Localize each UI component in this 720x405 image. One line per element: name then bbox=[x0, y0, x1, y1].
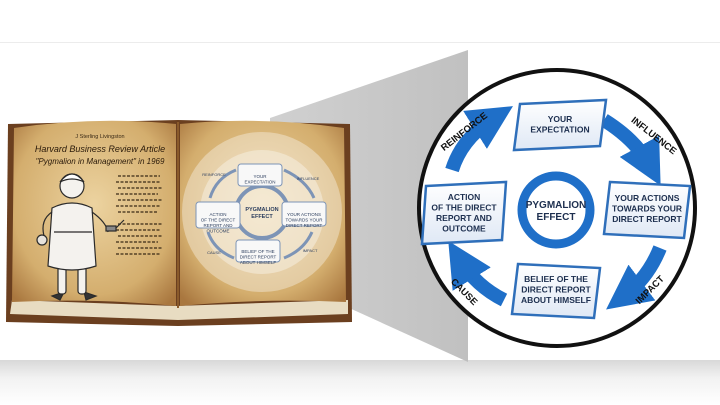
node-bottom-text-line: DIRECT REPORT bbox=[521, 285, 591, 295]
mini-center-line1: PYGMALION bbox=[245, 207, 278, 213]
top-divider bbox=[0, 42, 720, 43]
mini-node-right-line: DIRECT REPORT bbox=[286, 223, 323, 228]
book-title-line1: Harvard Business Review Article bbox=[35, 144, 165, 154]
book-text-lines bbox=[116, 175, 162, 255]
arrow-impact bbox=[606, 245, 667, 310]
node-left-box bbox=[420, 180, 508, 246]
mini-arc-reinforce: REINFORCE bbox=[202, 172, 226, 177]
mini-center-line2: EFFECT bbox=[251, 214, 273, 220]
center-label-line1: PYGMALION bbox=[526, 200, 587, 211]
node-left-text-line: OUTCOME bbox=[442, 224, 486, 234]
node-right-text-line: TOWARDS YOUR bbox=[612, 204, 682, 214]
node-right-box bbox=[602, 180, 692, 240]
center-ring bbox=[517, 171, 595, 249]
mini-node-bottom-line: BELIEF OF THE bbox=[241, 249, 274, 254]
arrow-cause bbox=[448, 240, 508, 307]
arrow-influence bbox=[600, 114, 661, 186]
mini-node-left-line: OUTCOME bbox=[207, 229, 230, 234]
pygmalion-figure bbox=[36, 173, 125, 301]
node-top-box bbox=[512, 98, 608, 152]
mini-arc-influence: INFLUENCE bbox=[297, 176, 320, 181]
mini-node-top-line: EXPECTATION bbox=[244, 180, 275, 185]
book: J Sterling Livingston Harvard Business R… bbox=[6, 120, 352, 326]
mini-node-bottom-line: ABOUT HIMSELF bbox=[240, 260, 276, 265]
node-left-text-line: OF THE DIRECT bbox=[431, 203, 497, 213]
node-right-text-line: DIRECT REPORT bbox=[612, 214, 682, 224]
mini-node-left-line: OF THE DIRECT bbox=[201, 218, 236, 223]
mini-node-right-line: TOWARDS YOUR bbox=[286, 218, 324, 223]
bottom-shadow-bar bbox=[0, 360, 720, 405]
node-top-text-line: EXPECTATION bbox=[530, 125, 589, 135]
book-author-line: J Sterling Livingston bbox=[75, 134, 124, 140]
node-top-text-line: YOUR bbox=[548, 114, 573, 124]
book-title-line2: "Pygmalion in Management" in 1969 bbox=[36, 157, 165, 166]
mini-node-left-line: REPORT AND bbox=[203, 223, 233, 228]
center-label-line2: EFFECT bbox=[537, 212, 576, 223]
mini-arc-impact: IMPACT bbox=[303, 248, 318, 253]
node-bottom-text-line: ABOUT HIMSELF bbox=[521, 295, 591, 305]
book-page-edges bbox=[10, 300, 348, 320]
mini-node-right-line: YOUR ACTIONS bbox=[287, 212, 321, 217]
node-right-text-line: YOUR ACTIONS bbox=[615, 193, 680, 203]
node-left-text-line: ACTION bbox=[448, 192, 481, 202]
mini-arc-cause: CAUSE bbox=[207, 250, 221, 255]
mini-node-bottom-line: DIRECT REPORT bbox=[240, 255, 277, 260]
node-left-text-line: REPORT AND bbox=[436, 213, 492, 223]
node-bottom-box bbox=[510, 262, 602, 320]
node-bottom-text-line: BELIEF OF THE bbox=[524, 274, 588, 284]
mini-node-left-line: ACTION bbox=[209, 212, 226, 217]
arrow-reinforce bbox=[445, 106, 513, 173]
mini-node-top-line: YOUR bbox=[253, 174, 267, 179]
